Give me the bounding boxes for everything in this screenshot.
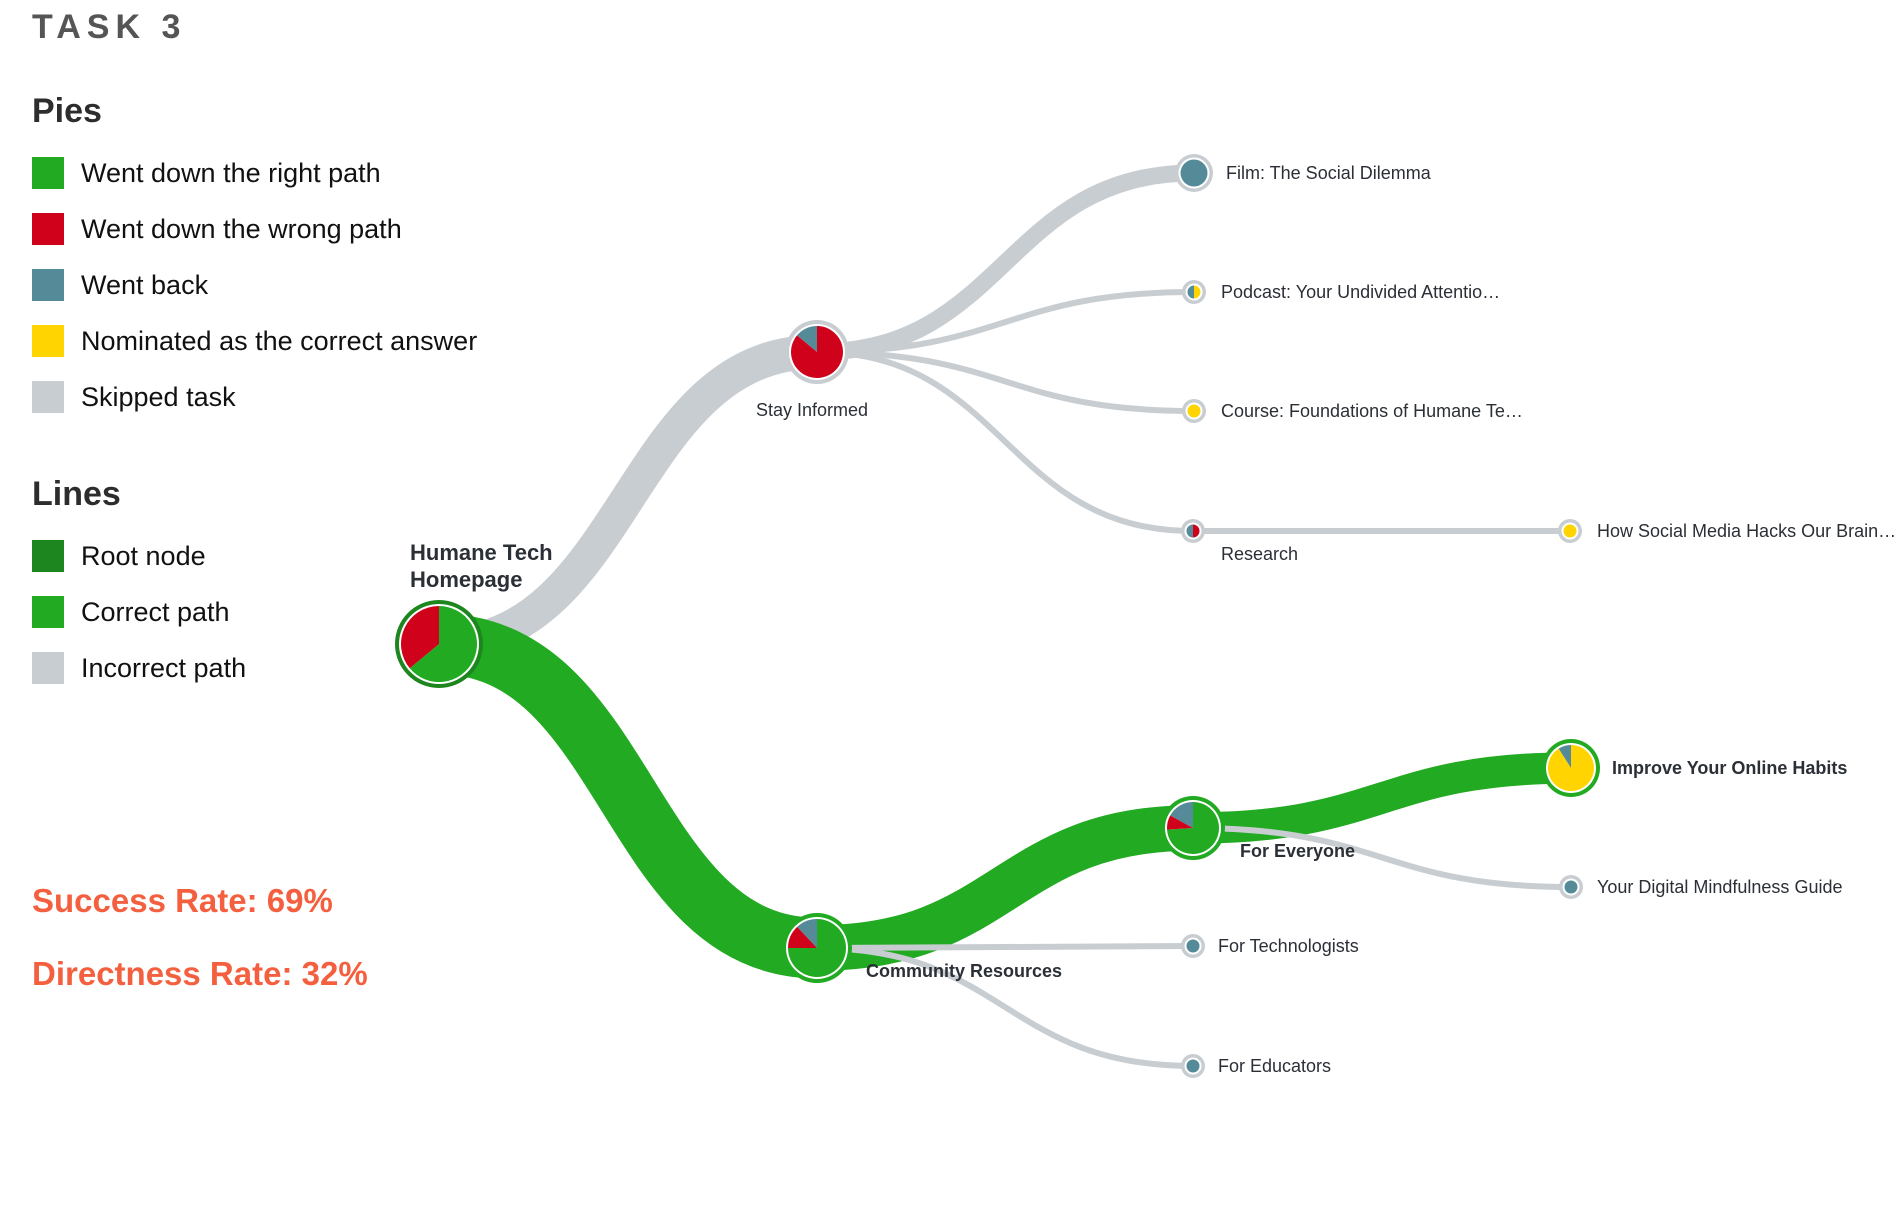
pie-slice-back — [796, 326, 817, 352]
pie-slice-back — [1186, 524, 1193, 538]
swatch-went-back — [32, 269, 64, 301]
node-digital-mindfulness[interactable] — [1559, 875, 1583, 899]
link-community-to-educators — [816, 945, 1194, 1069]
link-stay-informed-to-course — [816, 349, 1195, 414]
legend-item-wrong-path: Went down the wrong path — [32, 201, 477, 257]
swatch-skipped — [32, 381, 64, 413]
node-educators[interactable] — [1181, 1054, 1205, 1078]
node-root[interactable] — [395, 600, 483, 688]
link-community-to-for-everyone — [816, 805, 1194, 971]
swatch-correct-path — [32, 596, 64, 628]
node-stay-informed[interactable] — [785, 320, 849, 384]
legend-label: Root node — [81, 540, 206, 571]
legend-label: Incorrect path — [81, 652, 247, 683]
node-for-everyone[interactable] — [1161, 796, 1225, 860]
pie-slice-wrong — [791, 326, 844, 379]
node-label-how-social: How Social Media Hacks Our Brain… — [1597, 521, 1896, 541]
swatch-wrong-path — [32, 213, 64, 245]
pie-slice-back — [1186, 1059, 1200, 1073]
legend-label: Went back — [81, 269, 209, 300]
pie-slice-wrong — [400, 606, 439, 669]
legend-item-root-node: Root node — [32, 528, 246, 584]
legend-lines: Lines Root node Correct path Incorrect p… — [32, 475, 246, 696]
node-label-root-line2: Homepage — [410, 567, 522, 592]
link-root-to-community — [437, 613, 819, 979]
legend-item-correct-path: Correct path — [32, 584, 246, 640]
node-label-technologists: For Technologists — [1218, 936, 1359, 956]
success-rate: Success Rate: 69% — [32, 882, 333, 919]
nodes-layer — [395, 154, 1600, 1078]
pie-slice-back — [1187, 285, 1194, 299]
node-label-improve: Improve Your Online Habits — [1612, 758, 1847, 778]
swatch-nominated — [32, 325, 64, 357]
directness-rate: Directness Rate: 32% — [32, 955, 368, 992]
pie-slice-right — [1167, 802, 1219, 855]
pie-slice-nominated — [1187, 404, 1201, 418]
pie-slice-right — [409, 606, 477, 682]
node-improve[interactable] — [1542, 739, 1600, 797]
pie-slice-wrong — [1193, 524, 1200, 538]
legend-lines-heading: Lines — [32, 475, 121, 513]
pie-slice-nominated — [1548, 745, 1595, 791]
legend-label: Went down the right path — [81, 157, 381, 188]
legend-label: Nominated as the correct answer — [81, 325, 478, 356]
pie-slice-nominated — [1194, 285, 1201, 299]
pie-slice-back — [1558, 745, 1571, 768]
node-how-social[interactable] — [1558, 519, 1582, 543]
legend-item-nominated: Nominated as the correct answer — [32, 313, 477, 369]
legend-label: Skipped task — [81, 381, 236, 412]
legend-item-skipped: Skipped task — [32, 369, 477, 425]
pie-slice-back — [1180, 159, 1208, 187]
swatch-incorrect-path — [32, 652, 64, 684]
pie-slice-wrong — [788, 926, 817, 948]
swatch-right-path — [32, 157, 64, 189]
link-for-everyone-to-improve — [1192, 752, 1572, 844]
node-label-for-everyone: For Everyone — [1240, 841, 1355, 861]
legend-pies: Pies Went down the right path Went down … — [32, 92, 477, 425]
legend-item-incorrect-path: Incorrect path — [32, 640, 246, 696]
links-layer — [437, 164, 1572, 1069]
pie-slice-back — [1170, 802, 1193, 828]
node-podcast[interactable] — [1182, 280, 1206, 304]
node-course[interactable] — [1182, 399, 1206, 423]
node-label-stay-informed: Stay Informed — [756, 400, 868, 420]
node-community[interactable] — [782, 913, 852, 983]
node-label-community: Community Resources — [866, 961, 1062, 981]
node-label-digital-mindfulness: Your Digital Mindfulness Guide — [1597, 877, 1842, 897]
link-stay-informed-to-podcast — [816, 289, 1195, 355]
node-label-podcast: Podcast: Your Undivided Attentio… — [1221, 282, 1500, 302]
node-label-educators: For Educators — [1218, 1056, 1331, 1076]
legend-item-went-back: Went back — [32, 257, 477, 313]
pie-slice-back — [797, 919, 817, 948]
pie-slice-back — [1186, 939, 1200, 953]
pie-slice-nominated — [1563, 524, 1577, 538]
link-for-everyone-to-digital-mindfulness — [1192, 825, 1572, 890]
node-label-film: Film: The Social Dilemma — [1226, 163, 1432, 183]
link-community-to-technologists — [816, 943, 1194, 951]
node-label-course: Course: Foundations of Humane Te… — [1221, 401, 1523, 421]
legend-label: Went down the wrong path — [81, 213, 402, 244]
node-label-root-line1: Humane Tech — [410, 540, 553, 565]
pie-slice-back — [1564, 880, 1578, 894]
link-root-to-stay-informed — [438, 334, 818, 662]
node-label-research: Research — [1221, 544, 1298, 564]
legend-pies-heading: Pies — [32, 92, 102, 130]
node-film[interactable] — [1175, 154, 1213, 192]
node-research[interactable] — [1181, 519, 1205, 543]
pie-slice-wrong — [1167, 815, 1193, 830]
legend-label: Correct path — [81, 596, 230, 627]
node-technologists[interactable] — [1181, 934, 1205, 958]
link-stay-informed-to-film — [816, 164, 1195, 361]
task-title: TASK 3 — [32, 8, 187, 46]
swatch-root-node — [32, 540, 64, 572]
link-stay-informed-to-research — [816, 349, 1194, 534]
legend-item-right-path: Went down the right path — [32, 145, 477, 201]
